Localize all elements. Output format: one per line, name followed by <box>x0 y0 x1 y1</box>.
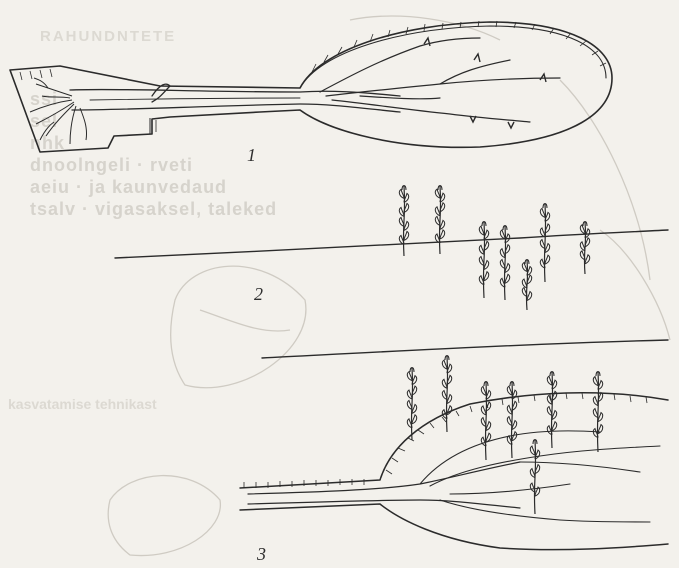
shoot-sketch <box>481 382 490 461</box>
shoot-sketch <box>442 356 451 433</box>
shoot-sketch <box>407 368 416 441</box>
shoot-sketch <box>593 372 602 453</box>
shoot-sketch <box>507 382 516 459</box>
shoot-sketch <box>530 440 539 515</box>
panel-label-1: 1 <box>247 145 256 166</box>
panel-label-2: 2 <box>254 284 263 305</box>
panel-label-3: 3 <box>257 544 266 565</box>
shoot-sketch <box>547 372 556 449</box>
